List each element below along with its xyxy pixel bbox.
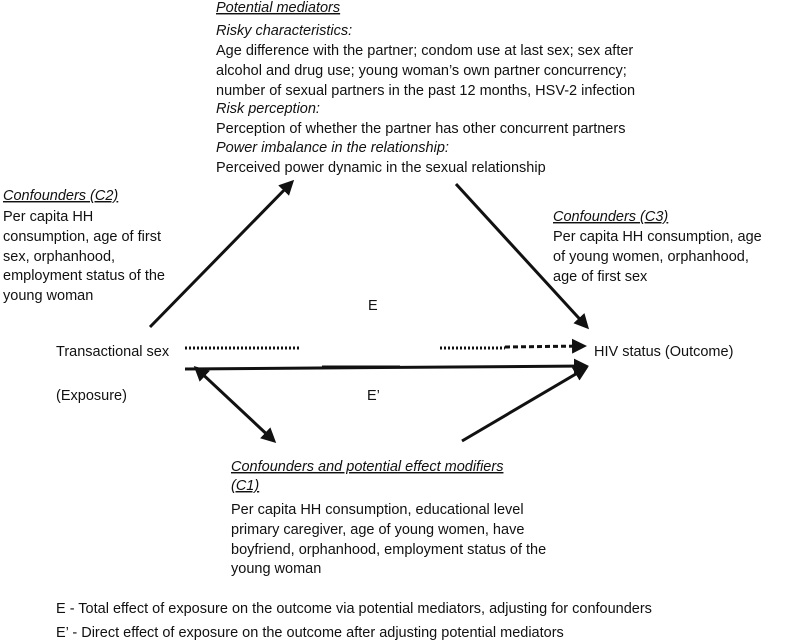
- total-effect-segment-coarse: [504, 338, 587, 354]
- confounders-c1-line: primary caregiver, age of young women, h…: [231, 522, 524, 538]
- risky-characteristics-line: Age difference with the partner; condom …: [216, 43, 633, 59]
- exposure-to-mediators-arrow: [148, 179, 295, 329]
- direct-effect-arrow: [184, 358, 589, 374]
- legend-direct-effect: E’ - Direct effect of exposure on the ou…: [56, 625, 564, 641]
- power-imbalance-title: Power imbalance in the relationship:: [216, 140, 449, 156]
- confounders-c2-line: young woman: [3, 288, 93, 304]
- mediators-block: Potential mediators Risky characteristic…: [216, 0, 635, 176]
- risky-characteristics-line: alcohol and drug use; young woman’s own …: [216, 63, 627, 79]
- confounders-c2-line: consumption, age of first: [3, 229, 161, 245]
- confounders-c1-heading: Confounders and potential effect modifie…: [231, 459, 503, 475]
- total-effect-label: E: [368, 298, 378, 314]
- exposure-sublabel: (Exposure): [56, 388, 127, 404]
- confounders-c3-heading: Confounders (C3): [553, 209, 668, 225]
- mediators-to-outcome-arrow: [454, 182, 590, 330]
- exposure-c1-double-arrow: [193, 365, 277, 444]
- risky-characteristics-line: number of sexual partners in the past 12…: [216, 83, 635, 99]
- confounders-c2-line: employment status of the: [3, 268, 165, 284]
- confounders-c3-block: Confounders (C3) Per capita HH consumpti…: [553, 209, 762, 285]
- power-imbalance-line: Perceived power dynamic in the sexual re…: [216, 160, 546, 176]
- confounders-c2-line: sex, orphanhood,: [3, 249, 115, 265]
- confounders-c2-block: Confounders (C2) Per capita HH consumpti…: [3, 188, 165, 304]
- confounders-c1-heading: (C1): [231, 478, 259, 494]
- exposure-label: Transactional sex: [56, 344, 170, 360]
- confounders-c2-line: Per capita HH: [3, 209, 93, 225]
- confounders-c1-line: Per capita HH consumption, educational l…: [231, 502, 524, 518]
- confounders-c1-line: boyfriend, orphanhood, employment status…: [231, 542, 546, 558]
- c1-to-outcome-arrow: [461, 366, 589, 443]
- outcome-label: HIV status (Outcome): [594, 344, 733, 360]
- confounders-c3-line: Per capita HH consumption, age: [553, 229, 762, 245]
- total-effect-arrow: [185, 338, 587, 354]
- risk-perception-title: Risk perception:: [216, 101, 320, 117]
- risky-characteristics-title: Risky characteristics:: [216, 23, 352, 39]
- confounders-c3-line: age of first sex: [553, 269, 648, 285]
- confounders-c1-block: Confounders and potential effect modifie…: [231, 459, 546, 577]
- direct-effect-label: E’: [367, 388, 380, 404]
- confounders-c1-line: young woman: [231, 561, 321, 577]
- risk-perception-line: Perception of whether the partner has ot…: [216, 121, 625, 137]
- mediators-heading: Potential mediators: [216, 0, 340, 16]
- confounders-c3-line: of young women, orphanhood,: [553, 249, 749, 265]
- legend-total-effect: E - Total effect of exposure on the outc…: [56, 601, 652, 617]
- legend: E - Total effect of exposure on the outc…: [56, 601, 652, 641]
- confounders-c2-heading: Confounders (C2): [3, 188, 118, 204]
